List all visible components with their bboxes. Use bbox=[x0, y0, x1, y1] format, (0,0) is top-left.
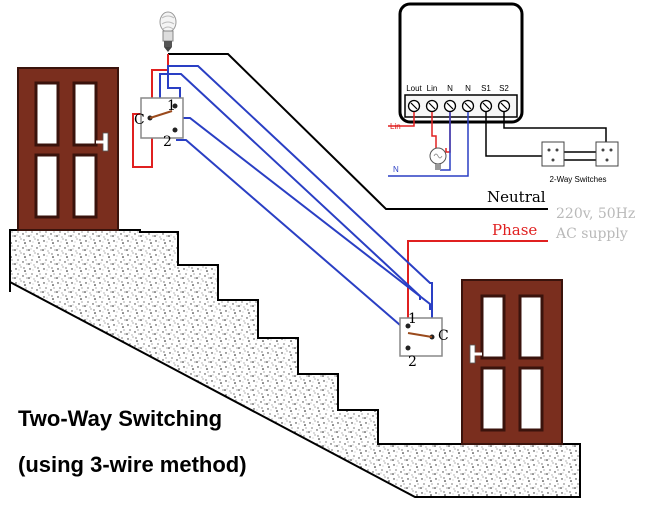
staircase bbox=[9, 229, 581, 498]
terminal-label: N bbox=[465, 84, 471, 93]
switch-icon bbox=[595, 141, 619, 167]
switch-icon bbox=[140, 97, 184, 139]
switch-icon bbox=[541, 141, 565, 167]
switch-common: C bbox=[134, 112, 145, 128]
switch-icon bbox=[399, 317, 443, 357]
n-wire-label: N bbox=[393, 165, 399, 174]
bulb-icon bbox=[429, 147, 447, 170]
switch-terminal-1: 1 bbox=[408, 311, 417, 327]
diagram-title: Two-Way Switching bbox=[18, 406, 223, 431]
neutral-label: Neutral bbox=[487, 188, 546, 206]
terminal-label: Lin bbox=[427, 84, 438, 93]
terminal-label: Lout bbox=[406, 84, 422, 93]
module-wiring bbox=[388, 112, 607, 177]
door-icon bbox=[461, 279, 563, 445]
terminal-label: N bbox=[447, 84, 453, 93]
terminal-label: S1 bbox=[481, 84, 491, 93]
switch-terminal-2: 2 bbox=[408, 354, 417, 370]
lin-wire-label: Lin bbox=[390, 122, 401, 131]
switch-common: C bbox=[438, 328, 449, 344]
switch-terminal-1: 1 bbox=[167, 98, 176, 114]
two-way-switches-caption: 2-Way Switches bbox=[549, 175, 606, 184]
neutral-wire bbox=[168, 53, 548, 210]
phase-wire bbox=[407, 240, 548, 335]
terminal-label: S2 bbox=[499, 84, 509, 93]
supply-type-label: AC supply bbox=[555, 226, 628, 242]
diagram-subtitle: (using 3-wire method) bbox=[18, 452, 247, 477]
supply-voltage-label: 220v, 50Hz bbox=[556, 206, 635, 222]
door-icon bbox=[17, 67, 119, 231]
module-terminal-labels: Lout Lin N N S1 S2 bbox=[406, 84, 509, 93]
smart-module-icon bbox=[398, 2, 524, 124]
phase-label: Phase bbox=[492, 221, 537, 239]
bulb-icon bbox=[159, 11, 177, 52]
switch-terminal-2: 2 bbox=[163, 134, 172, 150]
lamp-feed-wire bbox=[132, 69, 168, 168]
